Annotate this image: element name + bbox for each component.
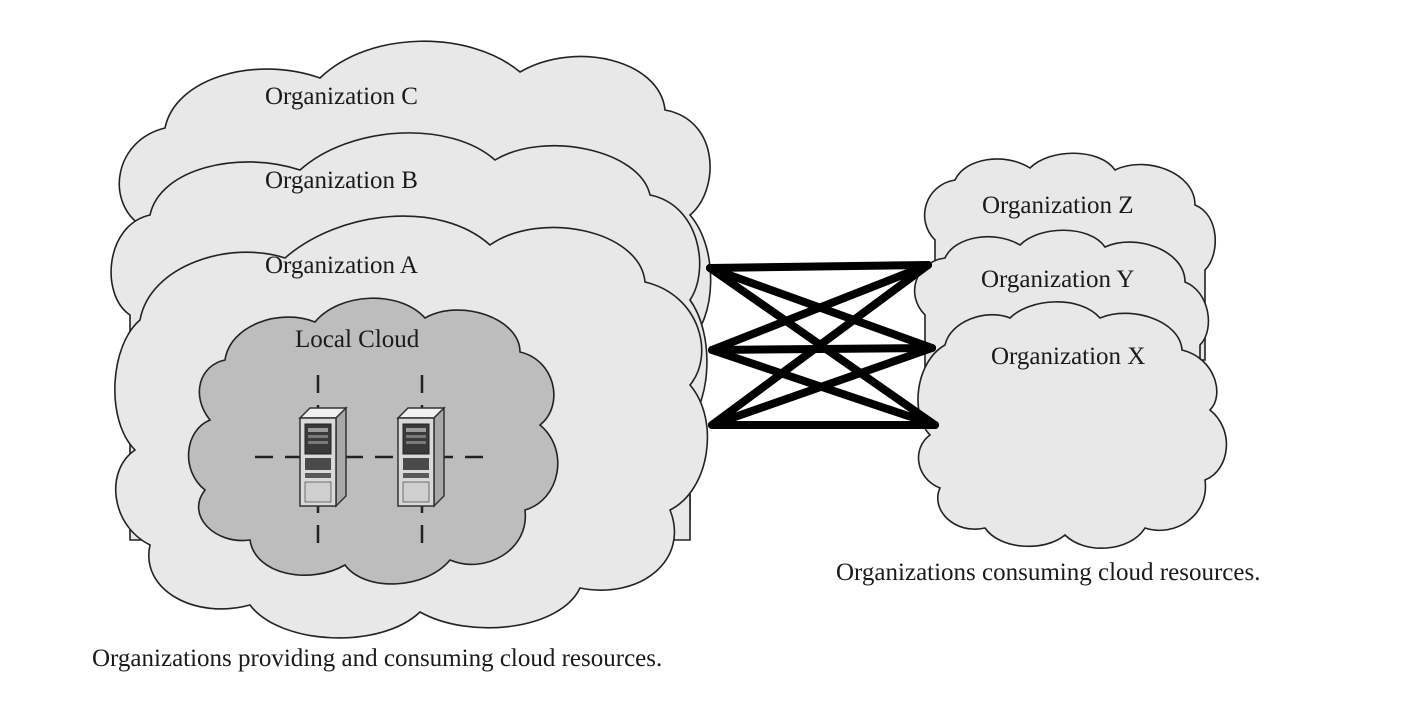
organization-y-label: Organization Y [981, 266, 1134, 293]
consumers-caption: Organizations consuming cloud resources. [836, 559, 1260, 586]
server-icon [396, 406, 446, 508]
consumer-cloud-stack: Organization Z Organization Y Organizati… [913, 152, 1228, 550]
organization-a-label: Organization A [265, 252, 418, 279]
local-cloud-label: Local Cloud [295, 326, 420, 353]
organization-z-label: Organization Z [982, 192, 1134, 219]
server-icon [298, 406, 348, 508]
provider-cloud-stack: Organization C Organization B Organizati… [110, 40, 712, 639]
organization-x-cloud [917, 301, 1228, 550]
providers-caption: Organizations providing and consuming cl… [92, 645, 662, 672]
interconnection-links [706, 261, 939, 429]
organization-b-label: Organization B [265, 167, 418, 194]
local-cloud [187, 297, 559, 585]
organization-x-label: Organization X [991, 343, 1145, 370]
organization-c-label: Organization C [265, 83, 418, 110]
